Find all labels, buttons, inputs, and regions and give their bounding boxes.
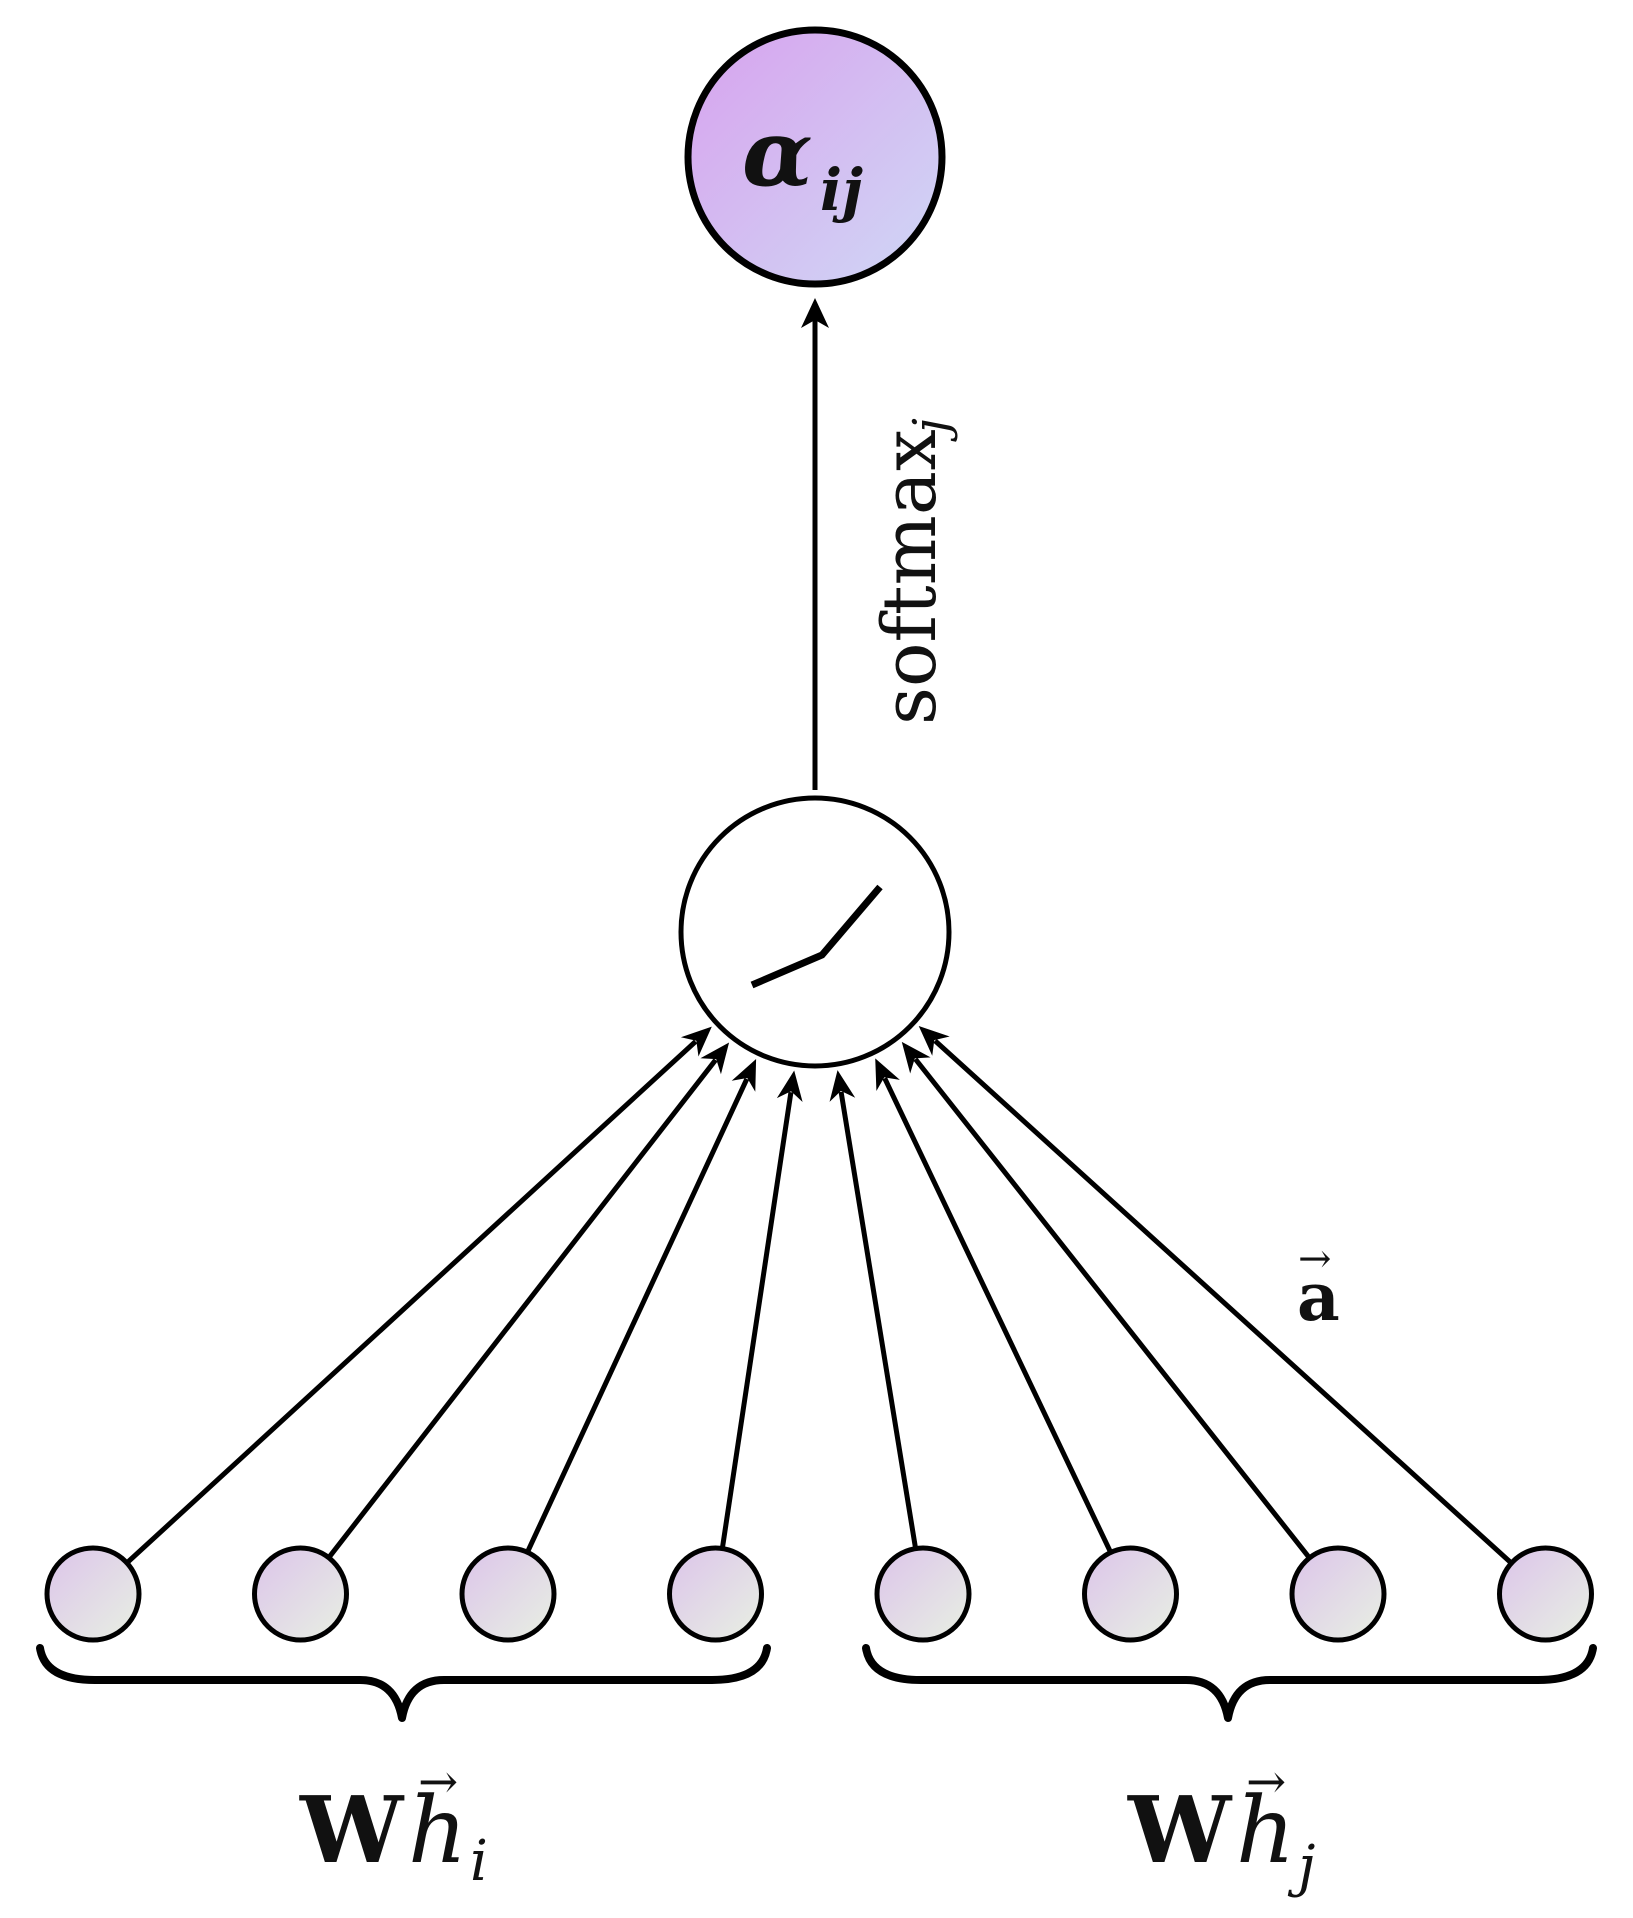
input-nodes [44, 1545, 1594, 1643]
input-edge [901, 1041, 1312, 1560]
attention-vector-label: a → [1297, 1236, 1340, 1336]
input-edge [918, 1026, 1514, 1565]
input-edge [829, 1070, 919, 1550]
alpha-subscript: ij [820, 156, 863, 224]
input-edge [875, 1058, 1113, 1554]
input-node [874, 1545, 972, 1643]
group-j-W: W [1127, 1776, 1233, 1884]
input-node [1082, 1545, 1179, 1643]
input-edge [326, 1042, 730, 1560]
a-letter: a [1297, 1258, 1340, 1336]
group-i-h: h [408, 1777, 467, 1884]
group-i-arrow: → [418, 1754, 458, 1810]
input-node [252, 1545, 349, 1643]
a-arrow: → [1298, 1236, 1332, 1282]
edge-arrowhead [901, 1041, 931, 1074]
input-node [667, 1545, 764, 1643]
edge-arrowhead [829, 1070, 856, 1102]
alpha-symbol: α [742, 99, 813, 207]
edge-arrowhead [875, 1058, 900, 1092]
edge-arrowhead [731, 1059, 757, 1092]
input-edges [125, 1026, 1514, 1565]
input-node [1497, 1545, 1594, 1643]
output-node-alpha-ij: α ij [684, 26, 946, 288]
edge-arrowhead [680, 1026, 712, 1057]
brace-left [36, 1644, 771, 1722]
input-node [1289, 1545, 1387, 1643]
softmax-text: softmax [867, 429, 953, 725]
group-i-W: W [299, 1776, 405, 1884]
input-edge [525, 1059, 757, 1554]
group-j-h: h [1236, 1777, 1295, 1884]
input-edge [719, 1070, 803, 1549]
softmax-label: softmax j [867, 418, 959, 725]
group-label-i: W h → i [299, 1754, 488, 1894]
edge-arrowhead [700, 1042, 730, 1075]
group-j-arrow: → [1246, 1754, 1286, 1810]
group-i-subscript: i [470, 1829, 488, 1894]
edge-arrowhead [918, 1026, 950, 1056]
activation-node [678, 795, 952, 1069]
input-node [459, 1545, 557, 1643]
input-edge [125, 1026, 712, 1565]
softmax-edge [801, 298, 829, 790]
brace-right [862, 1644, 1597, 1722]
leaky-relu-icon [750, 884, 883, 989]
input-node [44, 1545, 142, 1643]
edge-arrowhead [776, 1070, 803, 1103]
group-label-j: W h → j [1127, 1754, 1315, 1899]
